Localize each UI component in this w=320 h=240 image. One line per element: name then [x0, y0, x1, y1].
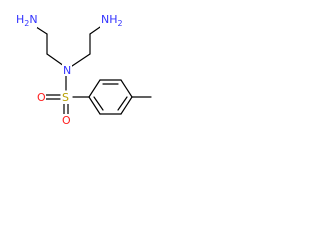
- atom-labels: H2N NH2 N S O O: [15, 13, 123, 127]
- ring-bond-4: [120, 96, 133, 115]
- atom-nh2-left: H2N: [16, 13, 38, 28]
- atom-o-top: O: [37, 91, 46, 104]
- label-bg: [62, 64, 72, 76]
- label-bg: [15, 14, 37, 28]
- atom-n-center: N: [63, 64, 71, 77]
- bond-c4-n: [71, 53, 91, 67]
- label-bg: [100, 14, 122, 28]
- ring-inner-3: [93, 96, 104, 111]
- atom-o-bottom: O: [62, 114, 71, 127]
- label-bg: [61, 91, 71, 104]
- atom-s-center: S: [62, 91, 69, 104]
- chemical-structure-diagram: H2N NH2 N S O O: [15, 13, 152, 127]
- ring-bond-3: [120, 79, 133, 98]
- label-bg: [36, 91, 46, 104]
- ring-bond-1: [88, 79, 101, 98]
- bond-c2-n: [46, 53, 65, 67]
- bonds: [32, 24, 152, 115]
- ring-bond-6: [88, 96, 101, 115]
- atom-nh2-right: NH2: [101, 13, 123, 28]
- ring-inner-2: [117, 96, 128, 111]
- label-bg: [61, 114, 71, 127]
